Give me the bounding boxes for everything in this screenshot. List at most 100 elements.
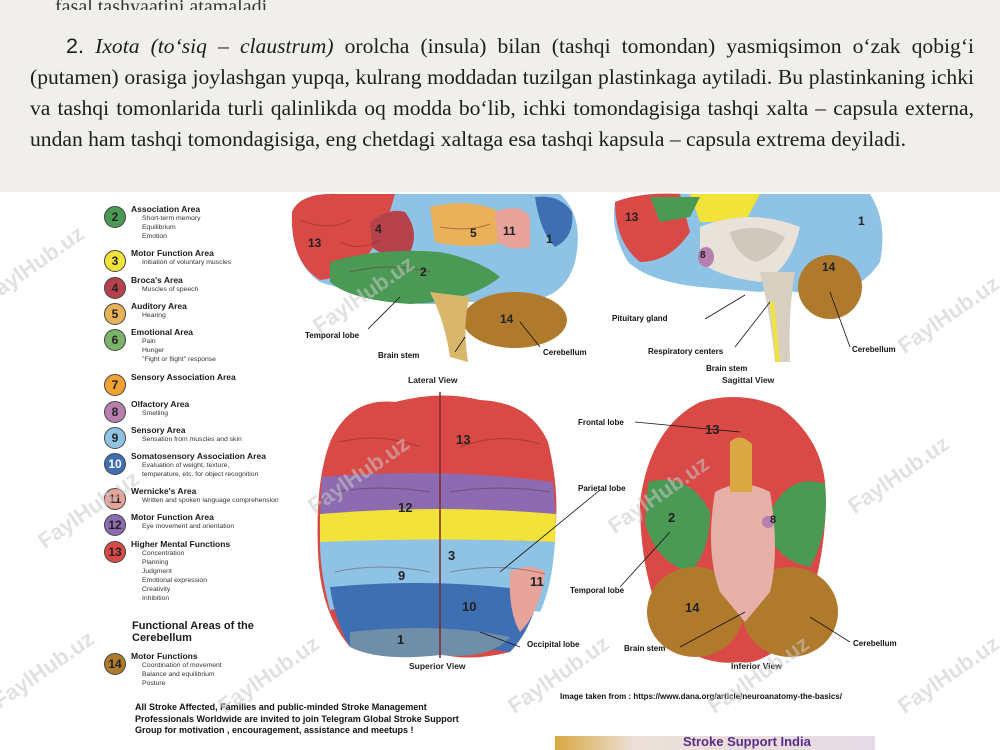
label-brain-stem-inferior: Brain stem xyxy=(624,644,666,653)
legend-detail: Sensation from muscles and skin xyxy=(142,436,242,443)
legend-detail: Creativity xyxy=(142,586,171,593)
legend-title: Higher Mental Functions xyxy=(131,539,231,549)
legend-title: Association Area xyxy=(131,204,201,214)
legend-number-badge: 6 xyxy=(104,329,126,351)
inf-num-14: 14 xyxy=(685,600,700,615)
label-parietal-lobe: Parietal lobe xyxy=(578,484,626,493)
legend-number-badge: 3 xyxy=(104,250,126,272)
legend-detail: Muscles of speech xyxy=(142,286,199,293)
legend-number-badge: 2 xyxy=(104,206,126,228)
inferior-view-caption: Inferior View xyxy=(731,661,782,671)
legend-detail: Planning xyxy=(142,559,169,566)
label-cerebellum-sagittal: Cerebellum xyxy=(852,345,896,354)
legend-title: Sensory Association Area xyxy=(131,372,236,382)
legend-title: Auditory Area xyxy=(131,301,187,311)
label-pituitary-gland: Pituitary gland xyxy=(612,314,668,323)
sagittal-view-brain xyxy=(613,193,883,363)
legend-number-badge: 10 xyxy=(104,453,126,475)
lateral-view-caption: Lateral View xyxy=(408,375,458,385)
lat-num-14: 14 xyxy=(500,312,514,326)
invitation-text: All Stroke Affected, Families and public… xyxy=(135,702,459,735)
legend-detail: Coordination of movement xyxy=(142,662,222,669)
label-frontal-lobe: Frontal lobe xyxy=(578,418,624,427)
legend-number-badge: 14 xyxy=(104,653,126,675)
label-temporal-lobe-inferior: Temporal lobe xyxy=(570,586,625,595)
inf-num-2: 2 xyxy=(668,510,676,525)
sup-num-10: 10 xyxy=(462,599,477,614)
legend-detail: Pain xyxy=(142,338,156,345)
legend-title: Wernicke's Area xyxy=(131,486,197,496)
legend-number-badge: 7 xyxy=(104,374,126,396)
legend-detail: "Fight or flight" response xyxy=(142,356,216,363)
legend-detail: Eye movement and orientation xyxy=(142,523,235,530)
sup-num-9: 9 xyxy=(398,568,406,583)
legend-title: Broca's Area xyxy=(131,275,183,285)
superior-view-brain xyxy=(317,392,557,658)
legend-title: Olfactory Area xyxy=(131,399,190,409)
brain-illustrations xyxy=(291,193,883,663)
legend-detail: Posture xyxy=(142,680,166,687)
inf-num-8: 8 xyxy=(770,514,777,526)
label-cerebellum-inferior: Cerebellum xyxy=(853,639,897,648)
legend-number-badge: 13 xyxy=(104,541,126,563)
lateral-view-brain xyxy=(291,193,578,362)
legend-detail: Emotional expression xyxy=(142,577,207,584)
sup-num-1: 1 xyxy=(397,632,405,647)
brain-figure: 13 4 2 5 11 1 14 13 1 8 14 13 12 3 9 11 … xyxy=(0,192,1000,750)
textbook-excerpt: fasal tashyaatini atamaladi... 2. Ixota … xyxy=(0,0,1000,192)
legend-number-badge: 5 xyxy=(104,303,126,325)
legend-title: Sensory Area xyxy=(131,425,186,435)
image-credit: Image taken from : https://www.dana.org/… xyxy=(560,692,842,701)
lat-num-2: 2 xyxy=(420,265,427,279)
sag-num-14: 14 xyxy=(822,260,836,274)
sup-num-12: 12 xyxy=(398,500,413,515)
lat-num-13: 13 xyxy=(308,236,322,250)
legend-detail: Hearing xyxy=(142,312,166,319)
legend-detail: Equilibrium xyxy=(142,224,176,231)
label-cerebellum-lateral: Cerebellum xyxy=(543,348,587,357)
legend-number-badge: 4 xyxy=(104,277,126,299)
paragraph-text: orolcha (insula) bilan (tashqi tomondan)… xyxy=(30,34,975,151)
paragraph-term: Ixota (to‘siq – claustrum) xyxy=(95,34,334,58)
legend-number-badge: 11 xyxy=(104,488,126,510)
paragraph: 2. Ixota (to‘siq – claustrum) orolcha (i… xyxy=(30,30,974,155)
legend-title: Motor Function Area xyxy=(131,512,214,522)
legend-number-badge: 12 xyxy=(104,514,126,536)
superior-view-caption: Superior View xyxy=(409,661,466,671)
lat-num-4: 4 xyxy=(375,222,382,236)
legend-detail: Evaluation of weight, texture, xyxy=(142,462,230,469)
sup-num-3: 3 xyxy=(448,548,456,563)
paragraph-number: 2. xyxy=(66,33,85,58)
legend-detail: Inhibition xyxy=(142,595,170,602)
sup-num-11: 11 xyxy=(530,574,544,589)
legend-detail: Balance and equilibrium xyxy=(142,671,215,678)
banner-text: Stroke Support India xyxy=(683,736,811,749)
label-brain-stem-lateral: Brain stem xyxy=(378,351,420,360)
stroke-support-banner: Stroke Support India xyxy=(555,736,875,750)
cerebellum-section-title: Functional Areas of the Cerebellum xyxy=(132,620,254,644)
legend-title: Motor Function Area xyxy=(131,248,214,258)
label-temporal-lobe-lateral: Temporal lobe xyxy=(305,331,360,340)
label-occipital-lobe: Occipital lobe xyxy=(527,640,580,649)
label-brain-stem-sagittal: Brain stem xyxy=(706,364,748,373)
label-respiratory-centers: Respiratory centers xyxy=(648,347,724,356)
legend-title: Emotional Area xyxy=(131,327,194,337)
sag-num-13: 13 xyxy=(625,210,639,224)
legend-title: Somatosensory Association Area xyxy=(131,451,266,461)
legend-title: Motor Functions xyxy=(131,651,198,661)
legend-detail: Smelling xyxy=(142,410,169,417)
legend-detail: Judgment xyxy=(142,568,172,575)
legend-detail: Initiation of voluntary muscles xyxy=(142,259,232,266)
sagittal-view-caption: Sagittal View xyxy=(722,375,775,385)
legend-number-badge: 8 xyxy=(104,401,126,423)
sag-num-8: 8 xyxy=(700,250,706,261)
lat-num-1: 1 xyxy=(546,232,553,246)
legend-detail: temperature, etc. for object recognition xyxy=(142,471,259,478)
legend-number-badge: 9 xyxy=(104,427,126,449)
cut-off-line: fasal tashyaatini atamaladi... xyxy=(55,0,435,10)
legend-detail: Short-term memory xyxy=(142,215,201,222)
legend-detail: Concentration xyxy=(142,550,185,557)
legend-detail: Written and spoken language comprehensio… xyxy=(142,497,279,504)
lat-num-5: 5 xyxy=(470,226,477,240)
leader-lines xyxy=(367,291,851,648)
